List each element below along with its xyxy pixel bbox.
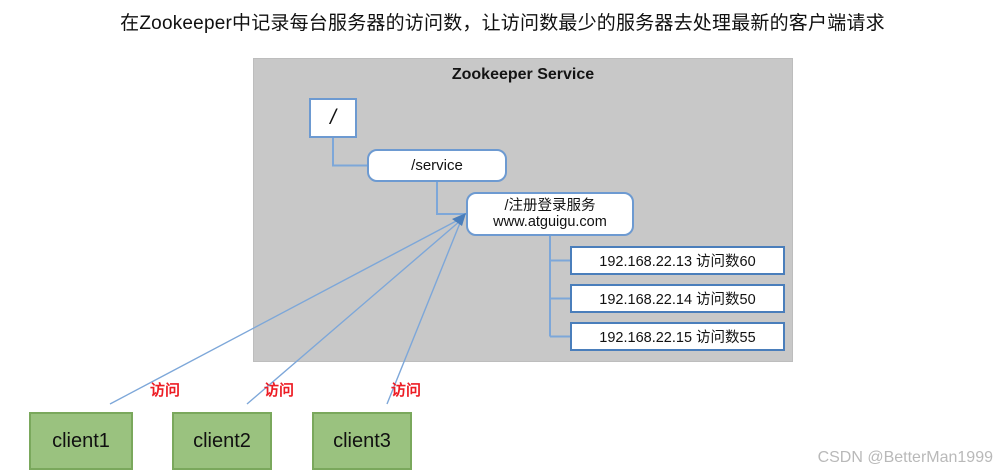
client-box[interactable]: client2 xyxy=(172,412,272,470)
server-node-label: 192.168.22.14 访问数50 xyxy=(599,292,756,308)
znode-register[interactable]: /注册登录服务 www.atguigu.com xyxy=(466,192,634,236)
access-label: 访问 xyxy=(150,382,181,399)
server-node-label: 192.168.22.15 访问数55 xyxy=(599,330,756,346)
server-node-label: 192.168.22.13 访问数60 xyxy=(599,254,756,270)
server-node[interactable]: 192.168.22.14 访问数50 xyxy=(570,284,785,313)
znode-register-label-line1: /注册登录服务 xyxy=(504,197,596,214)
znode-service[interactable]: /service xyxy=(367,149,507,182)
znode-service-label: /service xyxy=(411,157,463,174)
client-box[interactable]: client3 xyxy=(312,412,412,470)
client-box-label: client1 xyxy=(52,429,110,452)
access-label: 访问 xyxy=(264,382,295,399)
server-node[interactable]: 192.168.22.13 访问数60 xyxy=(570,246,785,275)
znode-root-label: / xyxy=(330,106,336,129)
znode-root[interactable]: / xyxy=(309,98,357,138)
client-box-label: client3 xyxy=(333,429,391,452)
client-box[interactable]: client1 xyxy=(29,412,133,470)
access-label: 访问 xyxy=(391,382,422,399)
client-box-label: client2 xyxy=(193,429,251,452)
znode-register-label-line2: www.atguigu.com xyxy=(493,214,607,230)
server-node[interactable]: 192.168.22.15 访问数55 xyxy=(570,322,785,351)
page-title: 在Zookeeper中记录每台服务器的访问数，让访问数最少的服务器去处理最新的客… xyxy=(120,13,885,34)
zookeeper-service-title: Zookeeper Service xyxy=(451,66,595,83)
watermark: CSDN @BetterMan1999 xyxy=(817,449,993,466)
